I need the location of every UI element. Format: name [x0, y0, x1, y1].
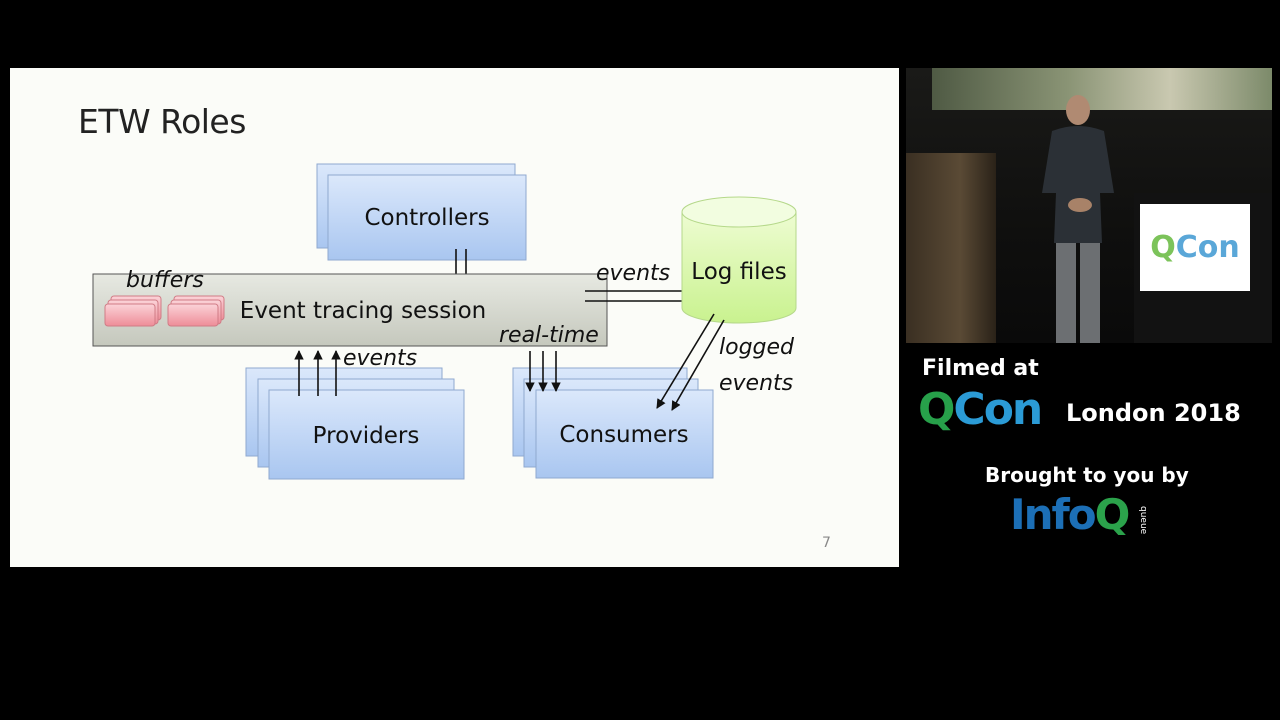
- provider-arrows: [294, 350, 341, 396]
- consumers-box: Consumers: [512, 367, 714, 479]
- brought-by-text: Brought to you by: [985, 463, 1189, 487]
- providers-box: Providers: [245, 367, 465, 480]
- curtain: [906, 153, 996, 343]
- session-box: Event tracing session: [92, 273, 608, 347]
- providers-label: Providers: [313, 423, 420, 449]
- logged-events-arrows: [656, 313, 725, 411]
- filmed-at-text: Filmed at: [922, 356, 1039, 381]
- slide: ETW Roles: [10, 68, 899, 567]
- infoq-logo: InfoQ: [1010, 490, 1130, 539]
- log-files-cylinder: Log files: [681, 196, 797, 324]
- logged-events-label: events: [719, 371, 793, 396]
- buffer-icons: [104, 295, 225, 327]
- log-files-label: Log files: [691, 259, 786, 285]
- provider-events-label: events: [343, 346, 417, 371]
- page-number: 7: [822, 535, 831, 551]
- buffers-label: buffers: [126, 268, 204, 293]
- controllers-label: Controllers: [364, 205, 489, 231]
- realtime-label: real-time: [499, 323, 599, 348]
- logged-label: logged: [719, 335, 795, 360]
- projection-screen: [932, 68, 1272, 110]
- controllers-box: Controllers: [316, 163, 527, 261]
- session-to-log-arrows: [585, 286, 693, 306]
- etw-diagram: Controllers Event tracing session buffer…: [92, 163, 797, 480]
- qcon-logo: QCon: [918, 384, 1043, 435]
- speaker-figure: [1042, 95, 1114, 343]
- consumers-label: Consumers: [559, 422, 688, 448]
- slide-title: ETW Roles: [78, 102, 246, 141]
- events-to-log-label: events: [596, 261, 670, 286]
- realtime-arrows: [525, 351, 561, 392]
- infoq-queue-text: queue: [1138, 506, 1148, 535]
- event-name: London 2018: [1066, 399, 1241, 427]
- session-label: Event tracing session: [240, 298, 486, 324]
